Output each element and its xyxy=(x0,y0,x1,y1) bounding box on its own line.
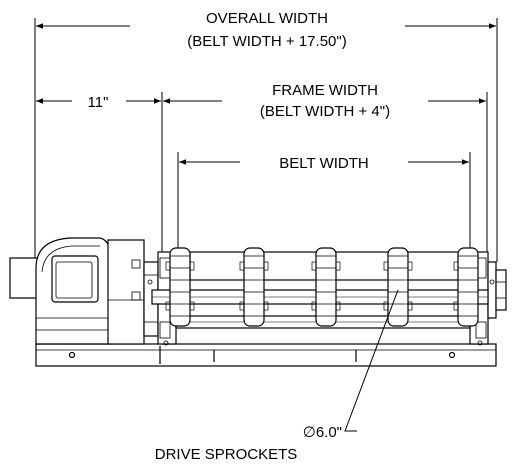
extension-lines xyxy=(34,18,498,268)
overall-width-dimension: OVERALL WIDTH (BELT WIDTH + 17.50") xyxy=(36,10,496,50)
motor-housing xyxy=(35,237,111,345)
motor-coupling xyxy=(9,257,39,299)
sprocket-4 xyxy=(383,247,413,327)
callout-leader-line xyxy=(344,289,399,432)
sprocket-2 xyxy=(239,247,269,327)
sprocket-1 xyxy=(165,247,195,327)
base-plate xyxy=(35,343,497,367)
belt-width-dimension: BELT WIDTH xyxy=(179,155,469,172)
motor-offset-label: 11" xyxy=(88,94,109,111)
sprocket-callout: ∅6.0" DRIVE SPROCKETS xyxy=(155,289,399,463)
belt-width-label: BELT WIDTH xyxy=(279,155,368,172)
frame-width-formula: (BELT WIDTH + 4") xyxy=(260,103,390,120)
conveyor-machine xyxy=(9,237,507,367)
frame-width-label: FRAME WIDTH xyxy=(272,82,378,99)
drive-sprockets-label: DRIVE SPROCKETS xyxy=(155,446,298,463)
sprocket-3 xyxy=(311,247,341,327)
frame-bolts xyxy=(147,279,495,346)
overall-width-label: OVERALL WIDTH xyxy=(206,10,328,27)
motor-offset-dimension: 11" xyxy=(36,94,161,111)
gearbox xyxy=(107,239,159,345)
frame-width-dimension: FRAME WIDTH (BELT WIDTH + 4") xyxy=(163,82,486,120)
overall-width-formula: (BELT WIDTH + 17.50") xyxy=(187,33,346,50)
sprocket-diameter-label: ∅6.0" xyxy=(303,424,342,441)
sprocket-5 xyxy=(453,247,479,327)
